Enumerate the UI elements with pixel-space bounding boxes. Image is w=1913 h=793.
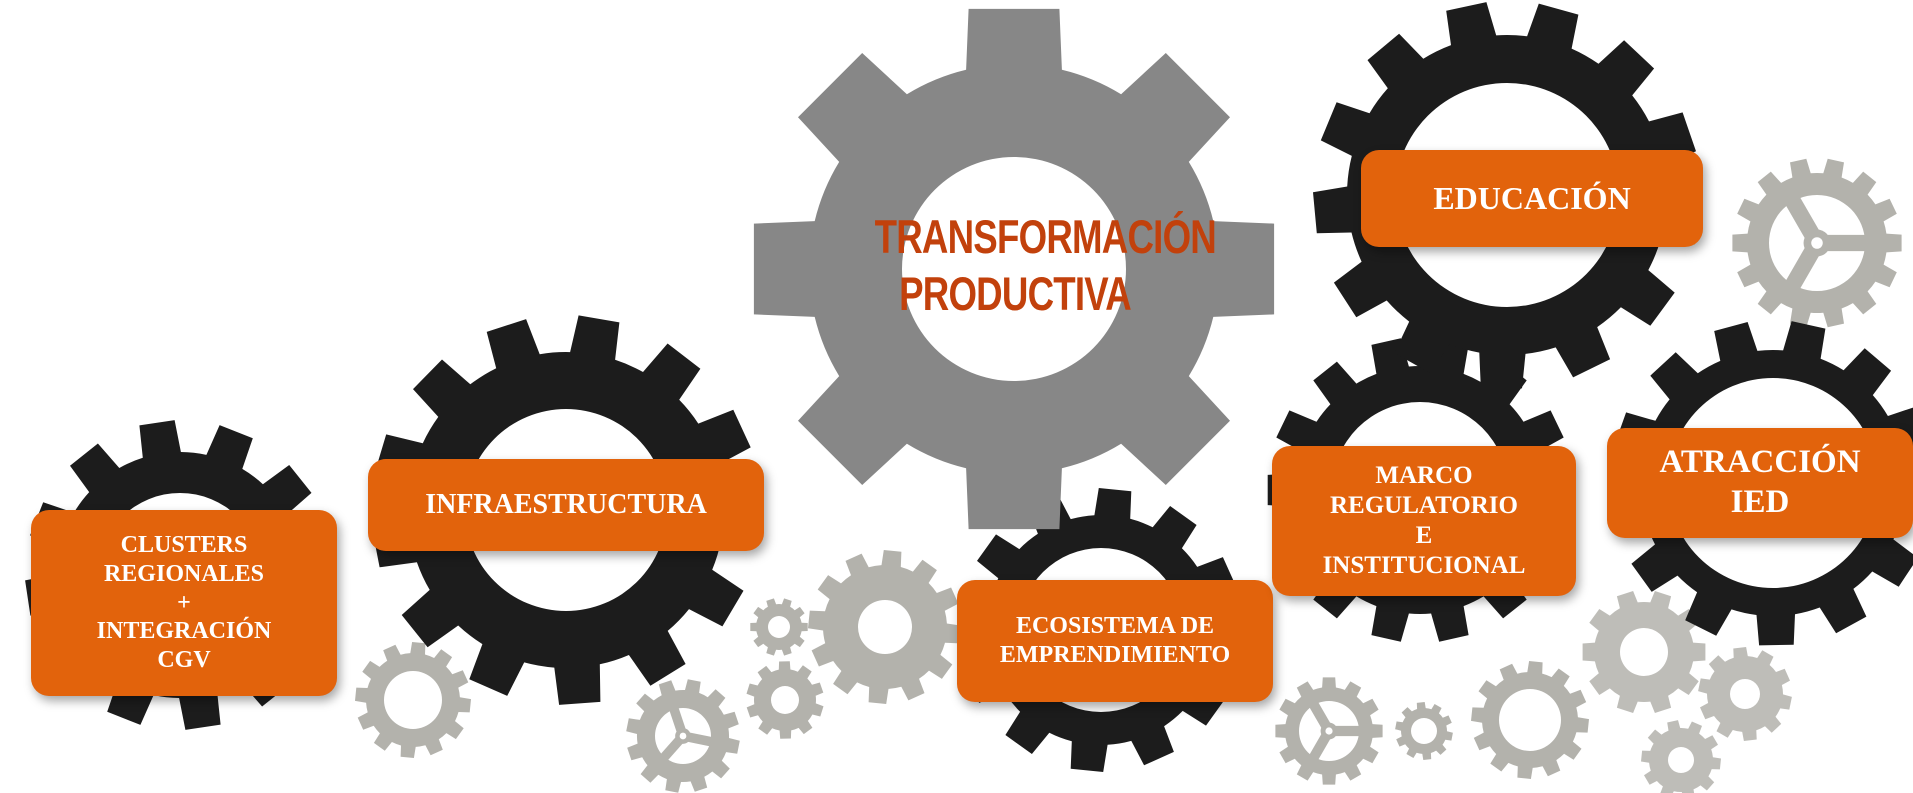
center-title: TRANSFORMACIÓN PRODUCTIVA xyxy=(874,208,1217,323)
clusters-line-1: CLUSTERS xyxy=(120,532,248,558)
marco-line-2: REGULATORIO xyxy=(1329,492,1518,519)
infraestructura-gear xyxy=(371,315,761,705)
clusters-line-4: INTEGRACIÓN xyxy=(96,618,272,645)
clusters-regionales-box: CLUSTERS REGIONALES + INTEGRACIÓN CGV xyxy=(31,510,337,696)
small-gear-1 xyxy=(355,642,471,758)
educacion-line-1: EDUCACIÓN xyxy=(1433,180,1631,217)
small-gear-10 xyxy=(1698,647,1792,741)
small-gear-2-hub xyxy=(660,707,712,761)
atraccion-line-1: ATRACCIÓN xyxy=(1659,444,1861,481)
marco-line-4: INSTITUCIONAL xyxy=(1322,552,1526,579)
marco-regulatorio-box: MARCO REGULATORIO E INSTITUCIONAL xyxy=(1272,446,1576,596)
small-gear-5 xyxy=(808,550,962,704)
small-gear-12-hub xyxy=(1785,196,1866,290)
marco-line-1: MARCO xyxy=(1375,462,1473,489)
small-gear-12 xyxy=(1732,158,1902,328)
ecosistema-box: ECOSISTEMA DE EMPRENDIMIENTO xyxy=(957,580,1273,702)
infraestructura-box: INFRAESTRUCTURA xyxy=(368,459,764,551)
transformacion-gear xyxy=(753,8,1275,530)
atraccion-line-2: IED xyxy=(1730,484,1790,520)
small-gear-11 xyxy=(1641,720,1721,793)
clusters-line-3: + xyxy=(177,589,191,616)
center-title-line-1: TRANSFORMACIÓN xyxy=(874,210,1217,263)
small-gear-7 xyxy=(1395,702,1453,760)
atraccion-gear xyxy=(1610,321,1913,646)
small-gear-8 xyxy=(1471,661,1589,779)
educacion-box: EDUCACIÓN xyxy=(1361,150,1703,247)
small-gear-6 xyxy=(1275,677,1383,785)
small-gear-9 xyxy=(1582,591,1706,713)
center-title-line-2: PRODUCTIVA xyxy=(899,267,1132,321)
small-gear-4 xyxy=(746,661,824,739)
infraestructura-line-1: INFRAESTRUCTURA xyxy=(425,489,707,521)
clusters-line-5: CGV xyxy=(157,647,211,674)
marco-line-3: E xyxy=(1415,522,1433,549)
educacion-gear xyxy=(1313,2,1701,389)
ecosistema-line-1: ECOSISTEMA DE xyxy=(1015,613,1215,640)
ecosistema-line-2: EMPRENDIMIENTO xyxy=(999,642,1231,668)
clusters-line-2: REGIONALES xyxy=(103,560,265,587)
small-gear-2 xyxy=(626,679,740,793)
atraccion-ied-box: ATRACCIÓN IED xyxy=(1607,428,1913,538)
small-gear-3 xyxy=(750,598,808,656)
small-gear-6-hub xyxy=(1309,701,1360,761)
